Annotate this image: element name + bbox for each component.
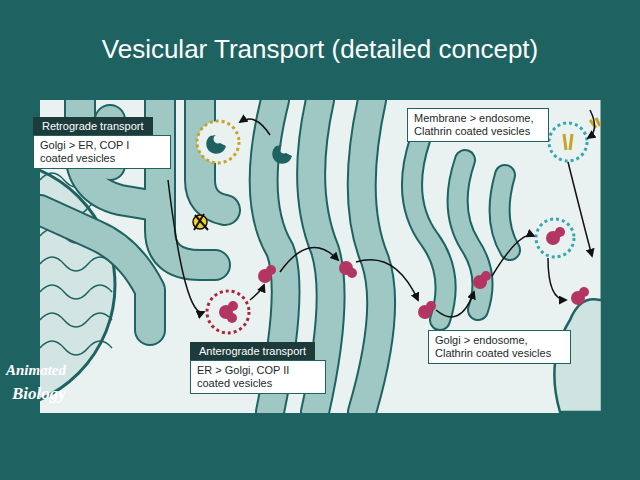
logo-text: Animated <box>6 362 66 379</box>
cargo <box>219 227 589 323</box>
chromatin-strand <box>40 285 112 299</box>
copi-vesicle <box>197 121 239 163</box>
retrieved-protein <box>206 135 292 164</box>
box-heading: Anterograde transport <box>190 342 315 360</box>
copii-vesicle <box>207 291 249 333</box>
chromatin-strand <box>40 341 112 355</box>
box-text: Golgi > endosome, Clathrin coated vesicl… <box>428 330 571 364</box>
logo-text: Biology <box>12 384 66 404</box>
text-box: Retrograde transportGolgi > ER, COP I co… <box>33 116 171 169</box>
clathrin-vesicle <box>536 219 574 257</box>
chromatin-strand <box>40 257 112 271</box>
text-box: Anterograde transportER > Golgi, COP II … <box>190 341 326 394</box>
box-text: Membrane > endosome, Clathrin coated ves… <box>407 108 549 142</box>
box-heading: Retrograde transport <box>33 117 153 135</box>
diagram-title: Vesicular Transport (detailed concept) <box>0 34 640 65</box>
clathrin-vesicle <box>549 123 587 161</box>
box-text: ER > Golgi, COP II coated vesicles <box>190 360 326 394</box>
box-text: Golgi > ER, COP I coated vesicles <box>33 135 171 169</box>
text-box: Golgi > endosome, Clathrin coated vesicl… <box>428 330 571 364</box>
text-box: Membrane > endosome, Clathrin coated ves… <box>407 108 549 142</box>
motor-protein <box>193 214 208 230</box>
chromatin-strand <box>40 313 112 327</box>
